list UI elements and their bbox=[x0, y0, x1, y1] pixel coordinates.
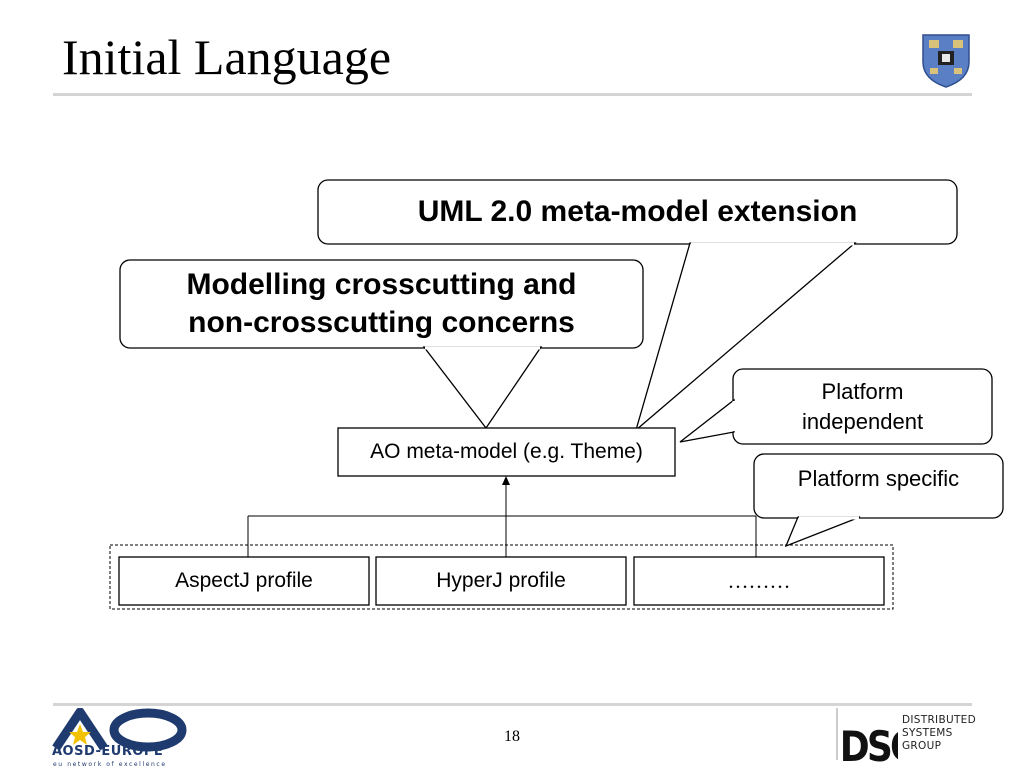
aosd-ao-icon bbox=[52, 707, 187, 752]
dsg-mark-text: DSG bbox=[840, 723, 898, 764]
modelling-callout-line-2: non-crosscutting concerns bbox=[188, 306, 575, 339]
hyperj-profile-label: HyperJ profile bbox=[436, 569, 566, 592]
platform-independent-line-2: independent bbox=[801, 408, 924, 434]
dsg-name-line-3: GROUP bbox=[902, 740, 942, 752]
aspectj-profile-box bbox=[118, 556, 370, 606]
dsg-logo: DSG DISTRIBUTED SYSTEMS GROUP bbox=[836, 708, 986, 764]
meta-model-box bbox=[337, 427, 676, 477]
platform-independent-pointer bbox=[679, 398, 735, 443]
other-profile-label: ……… bbox=[727, 568, 791, 593]
aosd-europe-logo: AOSD-EUROPE eu network of excellence bbox=[50, 707, 190, 768]
aosd-wordmark: AOSD-EUROPE bbox=[52, 744, 164, 759]
uml-callout-label: UML 2.0 meta-model extension bbox=[417, 195, 858, 228]
page-number: 18 bbox=[504, 728, 520, 745]
platform-specific-pointer bbox=[784, 516, 861, 548]
modelling-callout bbox=[119, 259, 644, 349]
modelling-callout-line-1: Modelling crosscutting and bbox=[186, 268, 577, 301]
dsg-mark-icon: DSG bbox=[840, 723, 898, 764]
dsg-name-line-2: SYSTEMS bbox=[902, 727, 953, 739]
footer-divider bbox=[53, 703, 972, 706]
platform-independent-label: Platform independent bbox=[733, 369, 992, 444]
modelling-callout-label: Modelling crosscutting and non-crosscutt… bbox=[120, 260, 643, 348]
aosd-tagline: eu network of excellence bbox=[53, 761, 167, 768]
aspectj-profile-label: AspectJ profile bbox=[175, 569, 313, 592]
platform-specific-label: Platform specific bbox=[797, 466, 960, 491]
hyperj-profile-box bbox=[375, 556, 627, 606]
dsg-name-line-1: DISTRIBUTED bbox=[902, 714, 976, 726]
profiles-group bbox=[109, 544, 894, 610]
other-profile-box bbox=[633, 556, 885, 606]
meta-model-label: AO meta-model (e.g. Theme) bbox=[370, 440, 643, 463]
title-divider bbox=[53, 93, 972, 96]
university-crest-icon bbox=[922, 34, 970, 88]
arrow-head-icon bbox=[502, 476, 510, 485]
modelling-callout-pointer bbox=[422, 346, 543, 430]
dsg-name: DISTRIBUTED SYSTEMS GROUP bbox=[902, 714, 976, 753]
platform-specific-callout bbox=[753, 453, 1004, 519]
uml-callout bbox=[317, 179, 958, 245]
slide-title: Initial Language bbox=[62, 29, 392, 85]
platform-independent-line-1: Platform bbox=[821, 378, 904, 404]
